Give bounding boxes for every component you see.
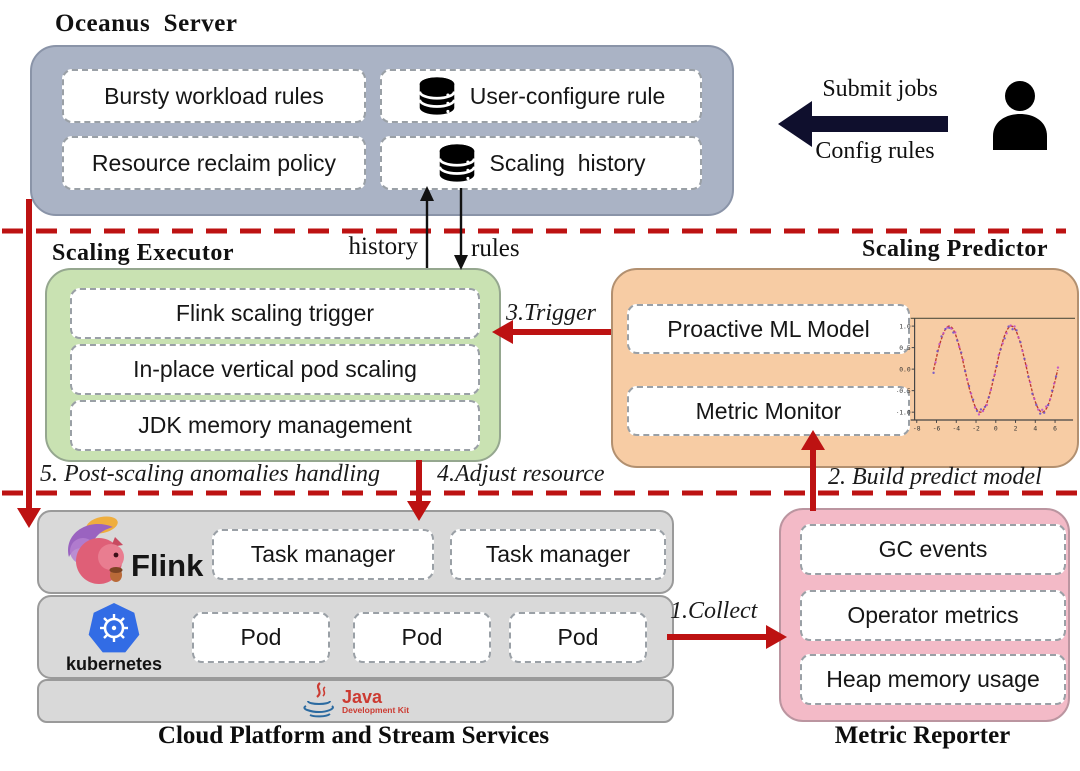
metric-monitor-box: Metric Monitor (627, 386, 910, 436)
scaling-predictor-title: Scaling Predictor (862, 236, 1049, 262)
user-configure-rule-label: User-configure rule (469, 82, 666, 109)
trigger-label: 3.Trigger (506, 300, 597, 326)
svg-text:-0.5: -0.5 (897, 388, 911, 395)
pod-box: Pod (192, 612, 330, 663)
svg-text:0.0: 0.0 (899, 366, 911, 373)
svg-text:0.5: 0.5 (899, 345, 911, 352)
scaling-predictor-panel: Proactive ML Model Metric Monitor 1.0 0.5… (611, 268, 1079, 468)
java-logo-icon (303, 682, 334, 718)
resource-reclaim-policy-label: Resource reclaim policy (91, 149, 337, 176)
java-label: Java (341, 686, 382, 707)
kubernetes-label: kubernetes (65, 654, 163, 674)
svg-text:6: 6 (1053, 426, 1057, 433)
heap-memory-usage-label: Heap memory usage (826, 666, 1040, 692)
svg-text:-6: -6 (933, 426, 941, 433)
oceanus-server-title: Oceanus Server (55, 10, 238, 37)
svg-text:0: 0 (994, 426, 998, 433)
scaling-executor-title: Scaling Executor (52, 240, 234, 266)
prediction-plot: 1.0 0.5 0.0 -0.5 -1.0 -8 -6 -4 -2 0 2 4 6 (897, 317, 1075, 433)
jdk-logo-group: Java Development Kit (39, 681, 672, 721)
user-person-icon (993, 81, 1047, 150)
config-rules-label: Config rules (815, 138, 935, 164)
svg-text:-4: -4 (952, 426, 960, 433)
platform-caption: Cloud Platform and Stream Services (157, 722, 550, 749)
flink-layer-row: Flink Task manager Task manager (37, 510, 674, 594)
user-configure-rule-box: User-configure rule (380, 69, 702, 123)
pod-label: Pod (557, 624, 599, 650)
scaling-history-label: Scaling history (489, 149, 646, 176)
flink-logo-icon (68, 516, 124, 584)
kubernetes-logo-icon (88, 603, 140, 653)
task-manager-label: Task manager (250, 541, 396, 567)
flink-label: Flink (131, 548, 204, 583)
inplace-vertical-pod-scaling-box: In-place vertical pod scaling (70, 344, 480, 395)
svg-text:-8: -8 (913, 426, 921, 433)
collect-arrow (667, 625, 787, 649)
metric-reporter-panel: GC events Operator metrics Heap memory u… (779, 508, 1070, 722)
proactive-ml-model-label: Proactive ML Model (667, 315, 870, 342)
operator-metrics-label: Operator metrics (847, 602, 1019, 628)
database-icon (418, 77, 456, 115)
post-scaling-arrow (17, 199, 41, 528)
svg-text:-2: -2 (972, 426, 980, 433)
jdk-layer-row: Java Development Kit (37, 679, 674, 723)
flink-scaling-trigger-box: Flink scaling trigger (70, 288, 480, 339)
task-manager-box: Task manager (450, 529, 666, 580)
resource-reclaim-policy-box: Resource reclaim policy (62, 136, 366, 190)
build-model-label: 2. Build predict model (828, 464, 1042, 490)
heap-memory-usage-box: Heap memory usage (800, 654, 1066, 705)
flink-scaling-trigger-label: Flink scaling trigger (175, 300, 375, 326)
bursty-workload-rules-box: Bursty workload rules (62, 69, 366, 123)
proactive-ml-model-box: Proactive ML Model (627, 304, 910, 354)
task-manager-box: Task manager (212, 529, 434, 580)
rules-label: rules (471, 235, 520, 262)
svg-text:4: 4 (1033, 426, 1037, 433)
database-icon (437, 144, 476, 182)
operator-metrics-box: Operator metrics (800, 590, 1066, 641)
adjust-resource-label: 4.Adjust resource (437, 461, 605, 487)
inplace-vertical-pod-scaling-label: In-place vertical pod scaling (133, 356, 417, 382)
java-sub-label: Development Kit (341, 704, 410, 715)
svg-text:2: 2 (1014, 426, 1018, 433)
oceanus-server-panel: Bursty workload rules User-configure rul… (30, 45, 734, 216)
jdk-memory-management-box: JDK memory management (70, 400, 480, 451)
pod-label: Pod (401, 624, 443, 650)
post-scaling-label: 5. Post-scaling anomalies handling (40, 461, 380, 487)
bursty-workload-rules-label: Bursty workload rules (104, 82, 324, 109)
collect-label: 1.Collect (670, 598, 758, 624)
gc-events-box: GC events (800, 524, 1066, 575)
pod-box: Pod (509, 612, 647, 663)
pod-box: Pod (353, 612, 491, 663)
kubernetes-layer-row: kubernetes Pod Pod Pod (37, 595, 674, 679)
pod-label: Pod (240, 624, 282, 650)
svg-text:1.0: 1.0 (899, 323, 911, 330)
history-label: history (348, 233, 418, 260)
task-manager-label: Task manager (485, 541, 631, 567)
jdk-memory-management-label: JDK memory management (138, 412, 412, 438)
svg-text:-1.0: -1.0 (897, 409, 911, 416)
gc-events-label: GC events (878, 536, 988, 562)
scaling-history-box: Scaling history (380, 136, 702, 190)
submit-jobs-label: Submit jobs (822, 76, 938, 102)
metric-reporter-title: Metric Reporter (834, 722, 1011, 749)
metric-monitor-label: Metric Monitor (695, 397, 842, 424)
scaling-executor-panel: Flink scaling trigger In-place vertical … (45, 268, 501, 462)
